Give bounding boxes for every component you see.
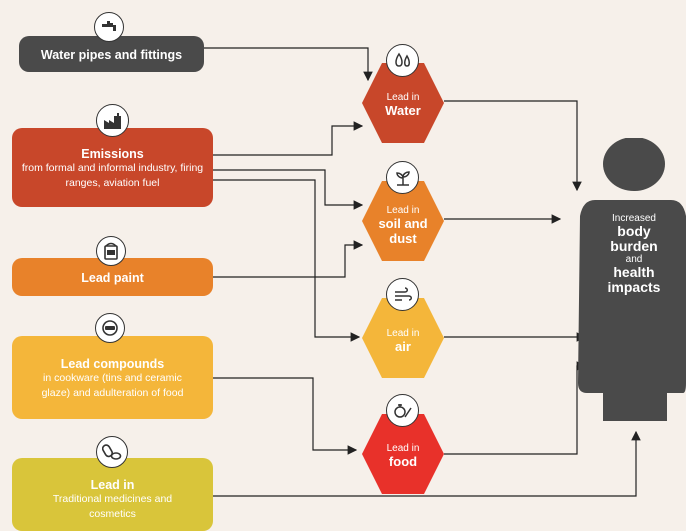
mask-icon: [95, 313, 125, 343]
source-title: Water pipes and fittings: [40, 48, 183, 62]
food-to-person-arrow: [444, 361, 587, 455]
outcome-line6: impacts: [607, 279, 661, 295]
compounds-to-food-arrow: [213, 377, 358, 455]
water-drops-icon: [386, 44, 419, 77]
outcome-line4: and: [625, 254, 643, 265]
outcome-line2: body: [617, 223, 651, 239]
source-lead-in-medicines: Lead in Traditional medicines and cosmet…: [12, 458, 213, 531]
paint-can-icon: [96, 236, 126, 266]
outcome-text: Increased body burden and health impacts: [586, 213, 682, 295]
pathway-air: Lead in air: [362, 298, 444, 378]
faucet-icon: [94, 12, 124, 42]
factory-icon: [96, 104, 129, 137]
pathway-water: Lead in Water: [362, 63, 444, 143]
pathway-label: Lead in: [386, 328, 420, 339]
pills-icon: [96, 436, 128, 468]
pathway-name: soil and dust: [378, 216, 428, 246]
person-silhouette: [578, 138, 686, 421]
emissions-to-soil-arrow: [213, 169, 364, 210]
pathway-label: Lead in: [386, 205, 420, 216]
emissions-to-air-arrow: [213, 179, 361, 342]
wind-icon: [386, 278, 419, 311]
source-water-pipes: Water pipes and fittings: [19, 36, 204, 72]
plant-icon: [386, 161, 419, 194]
medicines-to-person-arrow: [213, 430, 641, 497]
source-subtitle: Traditional medicines and cosmetics: [52, 493, 173, 520]
pathway-food: Lead in food: [362, 414, 444, 494]
pathway-soil-and-dust: Lead in soil and dust: [362, 181, 444, 261]
pathway-label: Lead in: [386, 92, 420, 103]
vegetables-icon: [386, 394, 419, 427]
source-subtitle: in cookware (tins and ceramic glaze) and…: [41, 372, 184, 399]
pathway-label: Lead in: [386, 443, 420, 454]
source-emissions: Emissions from formal and informal indus…: [12, 128, 213, 207]
pathway-name: food: [388, 454, 418, 469]
outcome-line5: health: [613, 264, 655, 280]
source-title: Lead in: [90, 478, 135, 492]
source-lead-compounds: Lead compounds in cookware (tins and cer…: [12, 336, 213, 419]
source-title: Emissions: [81, 147, 144, 161]
source-title: Lead compounds: [60, 357, 165, 371]
source-title: Lead paint: [81, 271, 144, 285]
water-to-person-arrow: [444, 100, 582, 192]
source-subtitle: from formal and informal industry, firin…: [21, 162, 204, 189]
pathway-name: air: [395, 339, 411, 354]
emissions-to-water-arrow: [213, 121, 364, 156]
outcome-line1: Increased: [612, 213, 656, 224]
water-pipes-to-water-arrow: [204, 47, 373, 82]
pathway-name: Water: [385, 103, 421, 118]
outcome-line3: burden: [610, 238, 658, 254]
paint-to-soil-arrow: [213, 240, 364, 278]
